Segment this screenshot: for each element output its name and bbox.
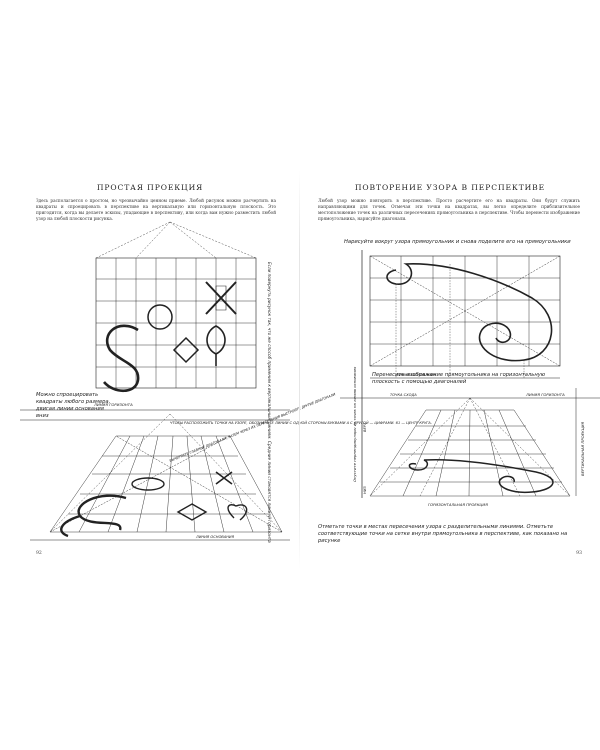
right-page-title: ПОВТОРЕНИЕ УЗОРА В ПЕРСПЕКТИВЕ bbox=[354, 183, 546, 192]
horizontal-projection-label: ГОРИЗОНТАЛЬНАЯ ПРОЕКЦИЯ bbox=[428, 502, 488, 507]
right-page-number: 93 bbox=[576, 551, 582, 556]
baseline-label-left: ЛИНИЯ ОСНОВАНИЯ bbox=[195, 535, 235, 539]
top-tag: ВЕРХ bbox=[363, 422, 367, 432]
vertical-projection-label: ВЕРТИКАЛЬНАЯ ПРОЕКЦИЯ bbox=[580, 421, 585, 476]
shrink-note: Можно спроецировать квадраты любого разм… bbox=[36, 392, 111, 419]
baseline-label-right: ЛИНИЯ ОСНОВАНИЯ bbox=[395, 372, 437, 377]
perpendicular-note: Опустите перпендикуляры из точек на лини… bbox=[352, 366, 357, 482]
left-page: ПРОСТАЯ ПРОЕКЦИЯ Здесь располагается о п… bbox=[20, 183, 432, 556]
caption-top: Нарисуйте вокруг узора прямоугольник и с… bbox=[344, 239, 571, 245]
center-circle-note: ЧТОБЫ РАСПОЛОЖИТЬ ТОЧКИ НА УЗОРЕ, ОБОЗНА… bbox=[170, 420, 432, 425]
side-note-vertical: Если повернуть рисунок так, что же спосо… bbox=[267, 262, 272, 543]
horizon-label-left: ЛИНИЯ ГОРИЗОНТА bbox=[93, 402, 133, 407]
book-gutter bbox=[299, 170, 300, 570]
left-page-title: ПРОСТАЯ ПРОЕКЦИЯ bbox=[96, 183, 204, 192]
caption-bottom: Отметьте точки в местах пересечения узор… bbox=[318, 524, 568, 544]
right-page-body: Любой узор можно повторить в перспективе… bbox=[318, 198, 580, 222]
left-page-number: 92 bbox=[36, 551, 42, 556]
right-page: ПОВТОРЕНИЕ УЗОРА В ПЕРСПЕКТИВЕ Любой узо… bbox=[300, 0, 600, 750]
simple-projection-figure: ЛИНИЯ ГОРИЗОНТА ЧТОБЫ РАСПОЛОЖИТЬ ТОЧКИ … bbox=[20, 221, 432, 543]
vanishing-point-label: ТОЧКА СХОДА bbox=[390, 393, 417, 397]
horizon-label-right: ЛИНИЯ ГОРИЗОНТА bbox=[525, 392, 565, 397]
left-page-body: Здесь располагается о простом, но чрезвы… bbox=[36, 198, 276, 222]
bottom-tag: НИЗ bbox=[363, 486, 367, 494]
caption-mid: Перенесите изображение прямоугольника на… bbox=[372, 372, 546, 385]
pattern-perspective-figure: ЛИНИЯ ОСНОВАНИЯ ЛИНИЯ ГОРИЗОНТА ТОЧКА СХ… bbox=[340, 250, 600, 507]
